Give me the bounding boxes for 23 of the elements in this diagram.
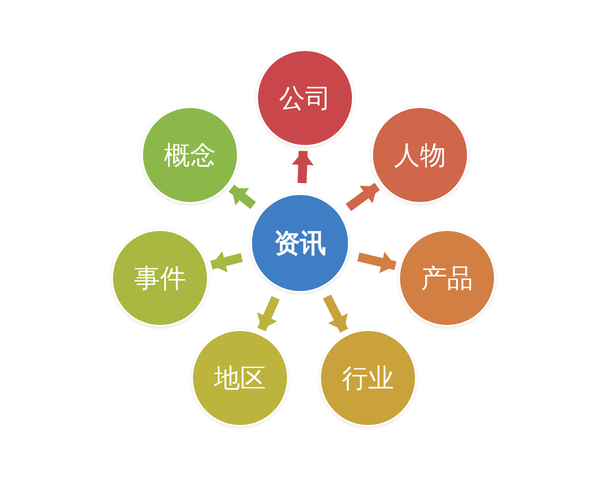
topic-label: 概念	[164, 140, 216, 172]
arrow	[346, 182, 380, 212]
topic-label: 行业	[342, 362, 394, 396]
arrow	[322, 294, 348, 333]
arrow	[228, 184, 256, 210]
topic-circle	[143, 108, 237, 202]
topic-label: 公司	[279, 82, 331, 116]
topic-circle	[373, 108, 467, 202]
arrow	[210, 251, 243, 272]
center-circle	[252, 195, 348, 291]
topic-circle	[193, 331, 287, 425]
topic-circle	[400, 231, 494, 325]
arrow	[257, 296, 280, 332]
topic-label: 人物	[394, 140, 446, 172]
topic-label: 产品	[421, 262, 473, 296]
arrow	[292, 150, 314, 184]
arrow	[357, 252, 396, 274]
topic-circle	[258, 51, 352, 145]
topic-label: 资讯	[274, 228, 326, 260]
topic-label: 事件	[134, 262, 186, 296]
topic-circle	[321, 331, 415, 425]
topic-label: 地区	[214, 362, 266, 396]
topic-circle	[113, 231, 207, 325]
